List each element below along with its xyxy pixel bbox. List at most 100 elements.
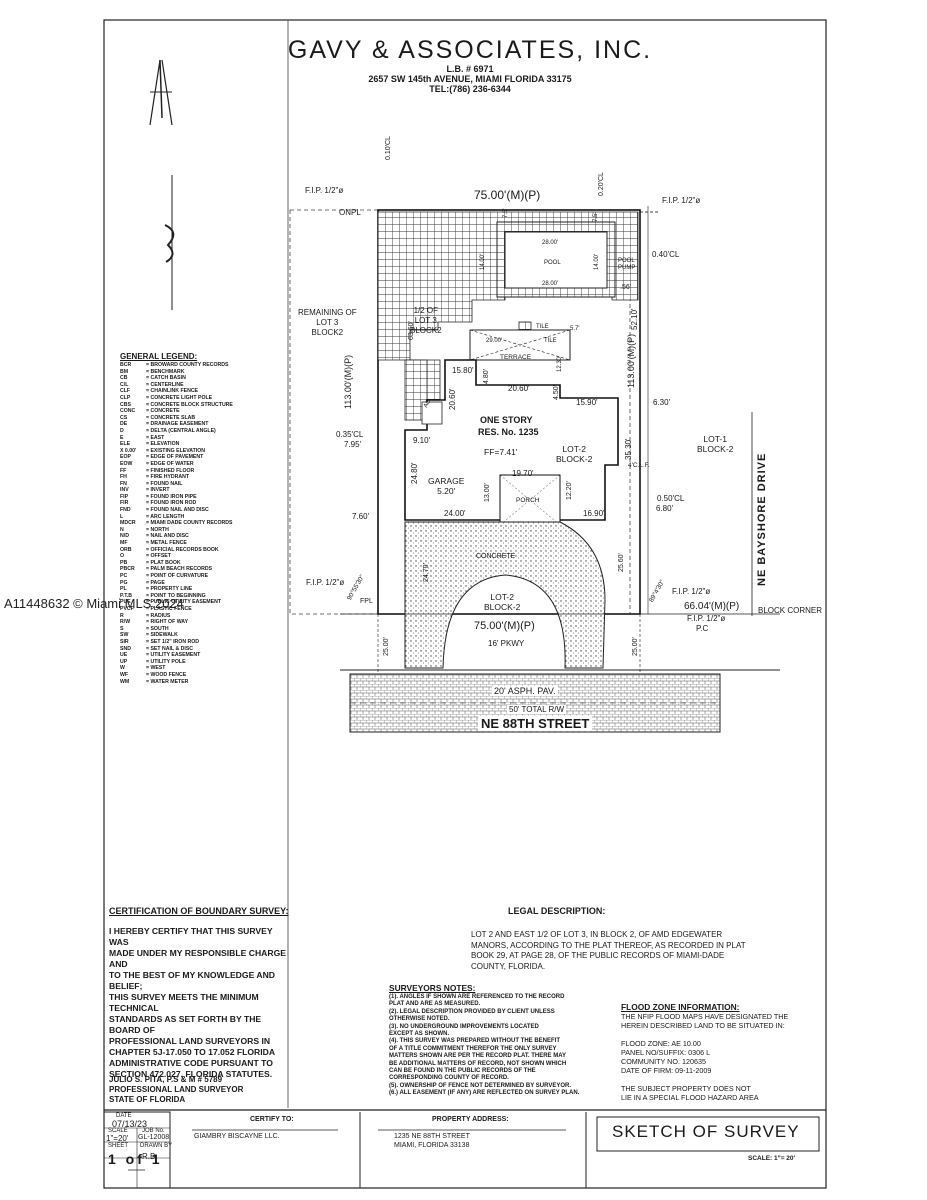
legend-item: R= RADIUS: [120, 613, 233, 620]
legend-item: PVCF= PLASTIC FENCE: [120, 606, 233, 613]
sheet-number: 1 of 1: [108, 1151, 163, 1167]
legend-item: PB= PLAT BOOK: [120, 560, 233, 567]
legend-abbr: FF: [120, 467, 127, 474]
notes-body-line: MATTERS SHOWN ARE PER THE RECORD PLAT. T…: [389, 1053, 567, 1060]
flood-zone-title: FLOOD ZONE INFORMATION:: [621, 1002, 740, 1012]
notes-body-line: (5). OWNERSHIP OF FENCE NOT DETERMINED B…: [389, 1082, 572, 1089]
notes-body-line: (3). NO UNDERGROUND IMPROVEMENTS LOCATED: [389, 1023, 539, 1030]
legend-text: = POINT OF CURVATURE: [146, 573, 209, 579]
legend-abbr: W: [120, 665, 125, 672]
cert-body-line: SECTION 472.027, FLORIDA STATUTES.: [109, 1069, 273, 1079]
legend-text: = POINT TO BEGINNING: [146, 592, 206, 599]
legend-abbr: SW: [120, 632, 129, 639]
legend-abbr: EOW: [120, 460, 133, 467]
legend-text: = PLASTIC FENCE: [146, 605, 192, 612]
legend-abbr: FH: [120, 474, 127, 481]
legend-item: FF= FINISHED FLOOR: [120, 468, 233, 475]
legend-item: DE= DRAINAGE EASEMENT: [120, 421, 233, 428]
legend-item: WF= WOOD FENCE: [120, 672, 233, 679]
offset-0-35: 0.35'CL: [336, 430, 364, 439]
legend-abbr: ORB: [120, 546, 132, 553]
legend-abbr: UE: [120, 652, 128, 659]
tile-label-2: TILE: [544, 338, 557, 344]
flood-body-line: THE SUBJECT PROPERTY DOES NOT: [621, 1084, 751, 1093]
legend-abbr: PL: [120, 586, 127, 593]
legend-abbr: S: [120, 625, 124, 632]
legend-abbr: FIP: [120, 493, 129, 500]
fip-sw: F.I.P. 1/2"ø: [306, 578, 345, 587]
legend-text: = BROWARD COUNTY RECORDS: [146, 362, 229, 368]
bottom-dimension: 75.00'(M)(P): [474, 620, 535, 632]
flood-body-line: COMMUNITY NO. 120635: [621, 1057, 706, 1066]
legend-text: = FIRE HYDRANT: [146, 474, 190, 481]
cert-body-line: PROFESSIONAL LAND SURVEYORS IN: [109, 1036, 271, 1046]
legend-item: BCR= BROWARD COUNTY RECORDS: [120, 362, 233, 369]
cert-body-line: STANDARDS AS SET FORTH BY THE BOARD OF: [109, 1014, 262, 1035]
notes-body-line: BE ADDITIONAL MATTERS OF RECORD, NOT SHO…: [389, 1060, 567, 1067]
fip-ne: F.I.P. 1/2"ø: [662, 196, 701, 205]
concrete-label: CONCRETE: [476, 553, 516, 560]
legend-abbr: ELE: [120, 441, 131, 448]
legend-text: = EDGE OF PAVEMENT: [146, 454, 204, 461]
legend-text: = PROPERTY LINE: [146, 586, 193, 593]
legend-item: BM= BENCHMARK: [120, 369, 233, 376]
legend-text: = RIGHT OF WAY: [146, 619, 189, 626]
dim-0-56: .56': [620, 284, 632, 291]
legal-body-line: LOT 2 AND EAST 1/2 OF LOT 3, IN BLOCK 2,…: [471, 930, 723, 939]
legend-abbr: R: [120, 612, 124, 619]
property-address-line2: MIAMI, FLORIDA 33138: [394, 1142, 470, 1149]
flood-body-line: HEREIN DESCRIBED LAND TO BE SITUATED IN:: [621, 1021, 785, 1030]
legend-text: = NORTH: [146, 526, 169, 533]
legend-text: = BENCHMARK: [146, 368, 185, 375]
legend-text: = CHAINLINK FENCE: [146, 388, 199, 395]
corner-dimension: 66.04'(M)(P): [684, 601, 740, 612]
legal-description-text: LOT 2 AND EAST 1/2 OF LOT 3, IN BLOCK 2,…: [471, 930, 801, 972]
legend-item: CONC= CONCRETE: [120, 408, 233, 415]
legend-text: = SOUTH: [146, 625, 169, 632]
notes-body-line: PLAT AND ARE AS MEASURED.: [389, 1001, 481, 1008]
legend-text: = PAGE: [146, 579, 165, 586]
porch-label: PORCH: [516, 497, 540, 504]
cert-body-line: MADE UNDER MY RESPONSIBLE CHARGE AND: [109, 948, 286, 969]
legend-text: = FOUND NAIL AND DISC: [146, 507, 209, 514]
legend-text: = PUBLIC UTILITY EASEMENT: [146, 599, 221, 606]
legend-text: = CONCRETE LIGHT POLE: [146, 394, 213, 401]
document-title: SKETCH OF SURVEY: [612, 1122, 800, 1141]
block-corner-label: BLOCK CORNER: [758, 606, 823, 615]
dim-7-60: 7.60': [352, 512, 370, 521]
legend-abbr: L: [120, 513, 124, 520]
legend-abbr: E: [120, 434, 124, 441]
flood-body-line: FLOOD ZONE: AE 10.00: [621, 1039, 701, 1048]
dim-9-10: 9.10': [413, 436, 431, 445]
legend-text: = METAL FENCE: [146, 540, 187, 547]
legend-item: FND= FOUND NAIL AND DISC: [120, 507, 233, 514]
legend-item: PL = PROPERTY LINE: [120, 586, 233, 593]
flood-body-line: DATE OF FIRM: 09-11-2009: [621, 1066, 712, 1075]
legend-item: SW= SIDEWALK: [120, 632, 233, 639]
legend-abbr: CB: [120, 375, 128, 382]
dim-24-00: 24.00': [444, 509, 466, 518]
legend-item: FH = FIRE HYDRANT: [120, 474, 233, 481]
house-title: ONE STORY: [480, 415, 533, 425]
legend-item: S = SOUTH: [120, 626, 233, 633]
job-number: GL-12008: [138, 1134, 170, 1141]
legend-abbr: N: [120, 526, 124, 533]
legal-body-line: BOOK 29, AT PAGE 28, OF THE PUBLIC RECOR…: [471, 951, 725, 960]
legend-item: PG= PAGE: [120, 580, 233, 587]
legend-abbr: INV: [120, 487, 129, 494]
dim-16-90: 16.90': [583, 509, 605, 518]
tile-label-1: TILE: [536, 324, 549, 330]
cert-body-line: TO THE BEST OF MY KNOWLEDGE AND BELIEF;: [109, 970, 275, 991]
company-name: GAVY & ASSOCIATES, INC.: [287, 36, 653, 64]
legend-abbr: PB: [120, 559, 128, 566]
fpl-label: FPL: [360, 598, 373, 605]
legend-item: PBCR= PALM BEACH RECORDS: [120, 566, 233, 573]
